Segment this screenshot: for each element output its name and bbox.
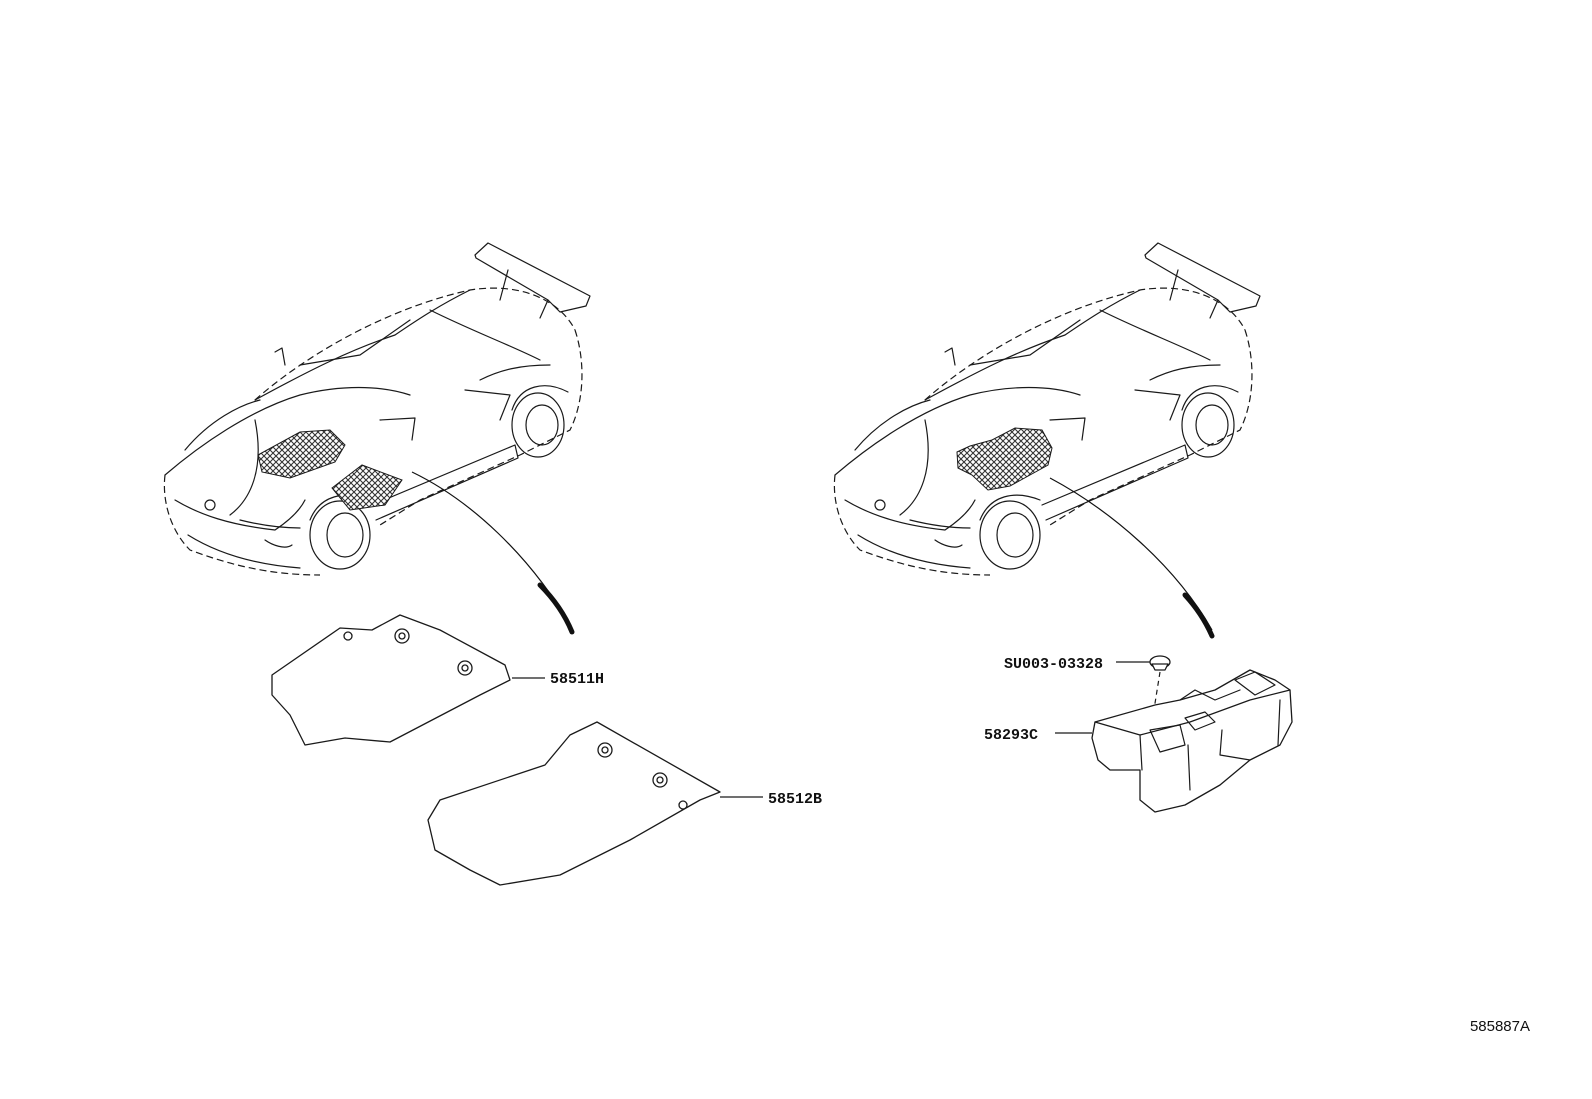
hood-insulator-area <box>257 429 346 479</box>
part-58511h[interactable] <box>271 614 545 746</box>
part-58293c[interactable] <box>1055 669 1293 813</box>
part-label-su003-03328: SU003-03328 <box>1004 656 1103 673</box>
left-car-illustration <box>163 242 591 635</box>
part-label-58511h: 58511H <box>550 671 604 688</box>
part-su003-03328[interactable] <box>1116 655 1171 723</box>
part-label-58293c: 58293C <box>984 727 1038 744</box>
diagram-reference-code: 585887A <box>1470 1018 1530 1035</box>
dash-insulator-area <box>331 464 403 511</box>
part-58512b[interactable] <box>427 721 763 886</box>
tunnel-insulator-area <box>956 427 1053 491</box>
right-car-illustration <box>833 242 1261 639</box>
part-label-58512b: 58512B <box>768 791 822 808</box>
